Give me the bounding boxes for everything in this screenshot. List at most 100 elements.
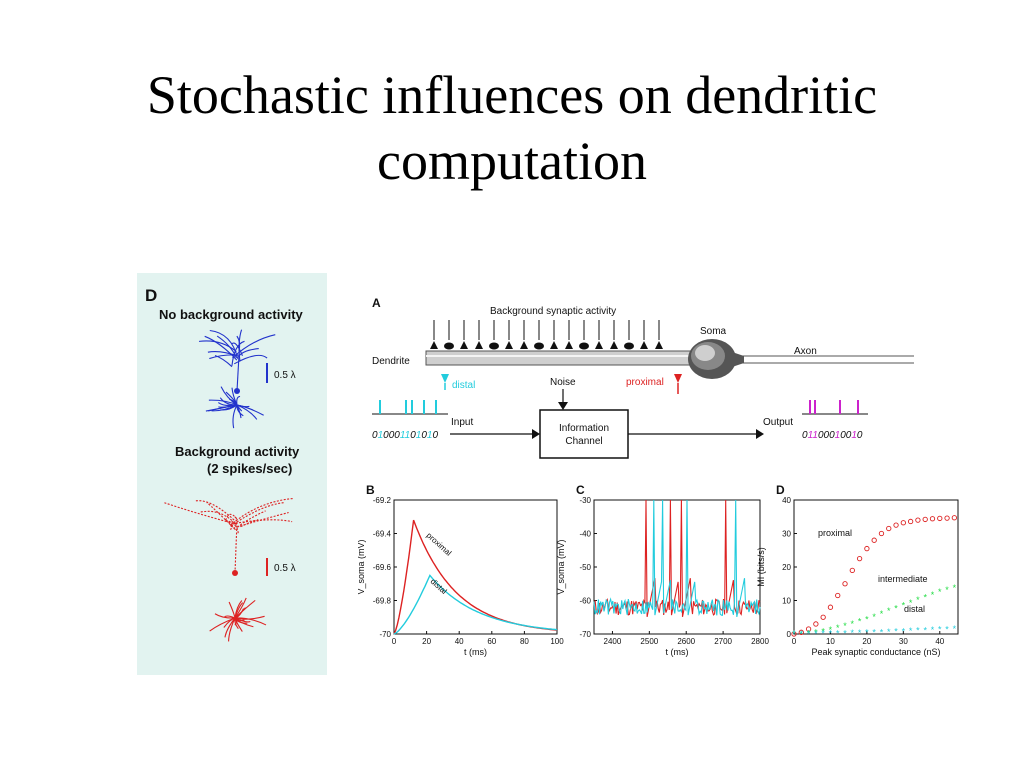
bit: 1: [812, 430, 818, 441]
data-point-intermediate: *: [829, 625, 833, 635]
data-point-proximal: [827, 604, 834, 610]
bit: 1: [835, 430, 841, 441]
data-point-intermediate: *: [843, 621, 847, 631]
x-axis-label: t (ms): [464, 647, 487, 657]
soma-label: Soma: [700, 326, 727, 337]
synapse-bouton: [534, 342, 544, 350]
background-title-2: (2 spikes/sec): [207, 461, 292, 476]
synapse-bouton: [430, 341, 438, 349]
x-tick-label: 60: [487, 637, 496, 646]
apical-branch: [199, 510, 233, 521]
bit: 0: [824, 430, 830, 441]
bit: 0: [383, 430, 389, 441]
data-point-proximal: [805, 626, 812, 632]
bit: 0: [394, 430, 400, 441]
data-point-proximal: [849, 567, 855, 573]
synapse-bouton: [655, 341, 663, 349]
dendrite-label: Dendrite: [372, 356, 410, 367]
bit: 0: [802, 430, 808, 441]
y-tick-label: 10: [782, 597, 791, 606]
distal-marker: [441, 374, 449, 383]
apical-branch: [198, 340, 237, 353]
data-point-proximal: [937, 515, 943, 522]
x-tick-label: 80: [520, 637, 529, 646]
data-point-proximal: [864, 545, 870, 552]
dendrite-cable: [425, 350, 697, 366]
apical-branch: [237, 510, 266, 528]
data-point-intermediate: *: [836, 623, 840, 633]
data-point-distal: *: [945, 624, 949, 634]
x-tick-label: 20: [422, 637, 431, 646]
x-tick-label: 100: [550, 637, 564, 646]
basal-branch: [234, 600, 243, 619]
data-point-proximal: [791, 631, 797, 637]
data-point-intermediate: *: [909, 598, 913, 608]
panel-letter: B: [366, 483, 375, 497]
synapse-bouton: [565, 341, 573, 349]
y-axis-label: V_soma (mV): [556, 539, 566, 594]
data-point-proximal: [820, 614, 826, 620]
apical-branch: [214, 355, 233, 368]
series-line-distal: [393, 574, 558, 635]
synapse-bouton: [640, 341, 648, 349]
bit: 0: [857, 430, 863, 441]
soma-dot: [234, 388, 240, 394]
data-point-proximal: [871, 537, 877, 543]
y-tick-label: -69.8: [373, 597, 392, 606]
series-label-distal: distal: [904, 604, 925, 614]
data-point-intermediate: *: [953, 583, 957, 593]
basal-branch: [214, 613, 236, 619]
series-label-intermediate: intermediate: [878, 574, 928, 584]
series-label-proximal: proximal: [818, 528, 852, 538]
background-title-1: Background activity: [175, 444, 300, 459]
data-point-intermediate: *: [872, 612, 876, 622]
x-tick-label: 2600: [677, 637, 695, 646]
input-bits: 010001101010: [372, 430, 438, 441]
data-point-intermediate: *: [858, 617, 862, 627]
bit: 1: [405, 430, 411, 441]
x-axis-label: Peak synaptic conductance (nS): [811, 647, 940, 657]
x-tick-label: 20: [862, 637, 871, 646]
apical-branch: [162, 501, 237, 525]
x-tick-label: 0: [792, 637, 797, 646]
data-point-proximal: [900, 520, 906, 526]
data-point-intermediate: *: [814, 628, 818, 638]
data-point-distal: *: [829, 629, 833, 639]
bit: 1: [400, 430, 405, 441]
basal-branch: [224, 617, 236, 638]
input-spike-train: [372, 400, 448, 415]
synapse-bouton: [550, 341, 558, 349]
model-figure-panel: A Background synaptic activity Soma Axon…: [356, 290, 962, 658]
data-point-proximal: [893, 522, 899, 528]
morphology-figure: D No background activity 0.5 λ Backgroun…: [145, 286, 304, 642]
proximal-label: proximal: [626, 377, 664, 388]
data-point-distal: *: [953, 624, 957, 634]
data-point-distal: *: [800, 629, 804, 639]
data-point-proximal: [813, 621, 819, 627]
data-point-distal: *: [851, 628, 855, 638]
basal-branch: [224, 615, 236, 619]
bit: 1: [808, 430, 813, 441]
apical-branch: [231, 342, 243, 357]
bit: 0: [840, 430, 846, 441]
apical-branch: [224, 519, 239, 534]
x-tick-label: 2500: [640, 637, 658, 646]
series-line-proximal: [393, 519, 558, 635]
basal-branch: [225, 391, 238, 406]
basal-branch: [236, 395, 241, 406]
plot-frame: [793, 499, 959, 635]
bit: 1: [416, 430, 422, 441]
data-point-intermediate: *: [851, 619, 855, 629]
data-point-proximal: [951, 515, 958, 521]
data-point-intermediate: *: [931, 590, 935, 600]
morphology-panel: D No background activity 0.5 λ Backgroun…: [137, 273, 327, 675]
data-point-proximal: [929, 516, 936, 522]
spike-trace: [593, 499, 761, 618]
synapse-bouton: [489, 342, 499, 350]
y-tick-label: 30: [782, 530, 791, 539]
synapse-bouton: [610, 341, 618, 349]
x-tick-label: 2700: [714, 637, 732, 646]
